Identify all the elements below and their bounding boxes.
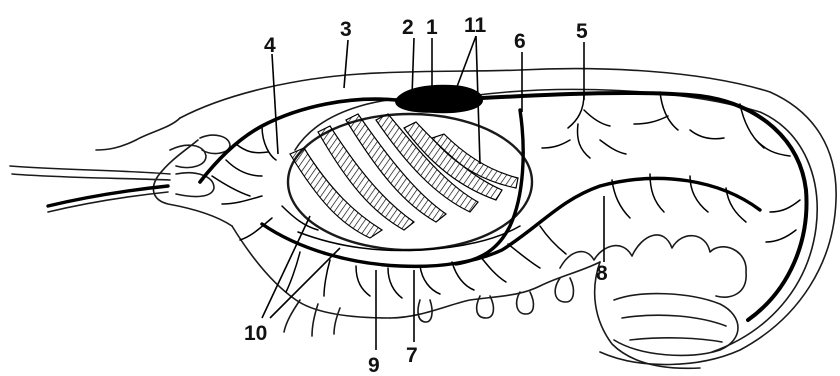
vessels xyxy=(200,92,807,320)
leader-lines xyxy=(262,36,604,350)
leader-2 xyxy=(412,38,414,96)
callout-8: 8 xyxy=(596,262,608,285)
leader-10b xyxy=(270,248,340,318)
callout-7: 7 xyxy=(406,344,418,367)
callout-9: 9 xyxy=(368,354,380,376)
callout-4: 4 xyxy=(264,34,276,57)
callout-1: 1 xyxy=(426,16,438,39)
callout-6: 6 xyxy=(514,30,526,53)
callout-10: 10 xyxy=(244,322,267,345)
callout-2: 2 xyxy=(402,16,414,39)
leader-4 xyxy=(272,54,278,154)
gills xyxy=(290,114,518,238)
callout-5: 5 xyxy=(576,20,588,43)
callout-3: 3 xyxy=(340,18,352,41)
heart xyxy=(396,86,482,113)
callout-11: 11 xyxy=(464,14,487,37)
leader-3 xyxy=(344,40,348,88)
